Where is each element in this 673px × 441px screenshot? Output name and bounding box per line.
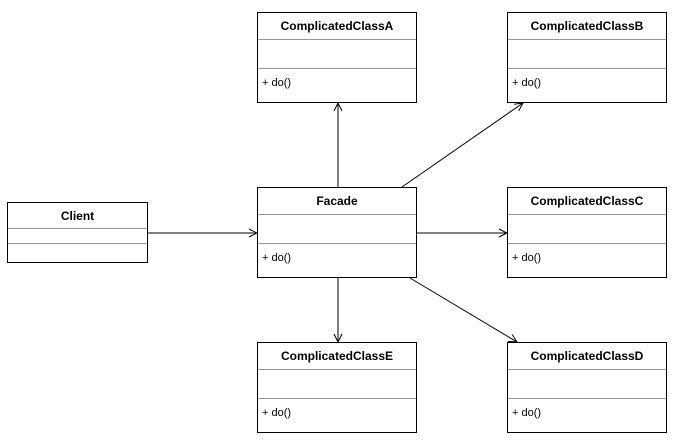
facade-class[interactable]: Facade + do() [257,187,417,278]
class-name: ComplicatedClassA [258,13,416,40]
class-operation: + do() [262,252,292,264]
class-attributes [258,370,416,399]
class-operation: + do() [512,407,542,419]
class-name: Client [8,203,147,229]
complicated-class-e[interactable]: ComplicatedClassE + do() [257,342,417,433]
class-attributes [508,215,666,244]
complicated-class-d[interactable]: ComplicatedClassD + do() [507,342,667,433]
complicated-class-b[interactable]: ComplicatedClassB + do() [507,12,667,103]
class-attributes [258,215,416,244]
class-operations [8,244,147,262]
class-operation: + do() [262,77,292,89]
class-name: ComplicatedClassD [508,343,666,370]
arrow-facade-to-class-b [401,103,523,188]
complicated-class-a[interactable]: ComplicatedClassA + do() [257,12,417,103]
class-operation: + do() [512,252,542,264]
client-class[interactable]: Client [7,202,148,263]
class-operation: + do() [512,77,542,89]
class-attributes [8,229,147,244]
class-name: ComplicatedClassC [508,188,666,215]
class-name: ComplicatedClassE [258,343,416,370]
class-attributes [508,370,666,399]
complicated-class-c[interactable]: ComplicatedClassC + do() [507,187,667,278]
arrow-facade-to-class-d [409,277,517,342]
class-name: Facade [258,188,416,215]
class-attributes [508,40,666,69]
class-operation: + do() [262,407,292,419]
class-name: ComplicatedClassB [508,13,666,40]
class-attributes [258,40,416,69]
